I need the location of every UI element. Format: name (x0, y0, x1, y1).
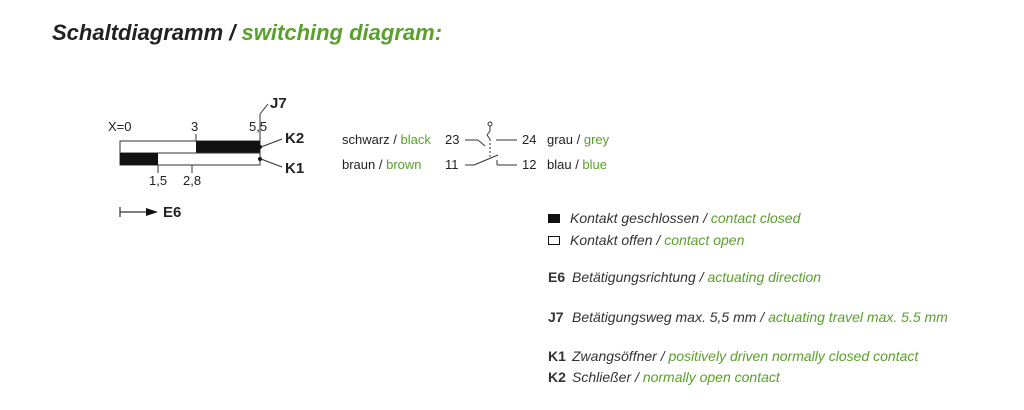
terminal-24: 24 (522, 132, 536, 147)
k2-label: K2 (285, 130, 304, 147)
terminal-12: 12 (522, 157, 536, 172)
k1-leader (260, 158, 283, 168)
k1-point (258, 157, 262, 161)
e6-label: E6 (163, 204, 181, 221)
tick-label-5-5: 5,5 (249, 119, 267, 134)
title-de: Schaltdiagramm (52, 20, 224, 45)
title-separator: / (229, 20, 236, 45)
x-zero-label: X=0 (108, 119, 132, 134)
legend-contact-open: Kontakt offen / contact open (548, 232, 744, 248)
terminal-11: 11 (445, 157, 459, 172)
k1-closed-segment (120, 153, 158, 165)
contact-bars: X=0 3 5,5 1,5 2,8 J7 K2 K1 (108, 95, 304, 188)
arrow-head-icon (146, 208, 158, 216)
page-title: Schaltdiagramm / switching diagram: (52, 20, 442, 46)
legend-contact-closed: Kontakt geschlossen / contact closed (548, 210, 800, 226)
title-en: switching diagram: (241, 20, 443, 45)
tick-label-1-5: 1,5 (149, 173, 167, 188)
k2-leader (260, 138, 283, 148)
e6-direction: E6 (119, 204, 181, 221)
j7-label: J7 (270, 95, 287, 112)
filled-square-icon (548, 214, 560, 223)
tick-label-3: 3 (191, 119, 198, 134)
terminal-23: 23 (445, 132, 459, 147)
k1-label: K1 (285, 160, 304, 177)
wiring-diagram: schwarz / black braun / brown 23 11 24 1… (342, 121, 610, 172)
tick-label-2-8: 2,8 (183, 173, 201, 188)
wire-blue: blau / blue (547, 157, 607, 172)
wire-grey: grau / grey (547, 132, 610, 147)
contact-symbol-icon (465, 121, 517, 166)
wire-brown: braun / brown (342, 157, 422, 172)
j7-leader-diagonal (259, 103, 269, 115)
open-square-icon (548, 236, 560, 245)
k2-closed-segment (196, 141, 260, 153)
wire-black: schwarz / black (342, 132, 431, 147)
k2-point (258, 145, 262, 149)
